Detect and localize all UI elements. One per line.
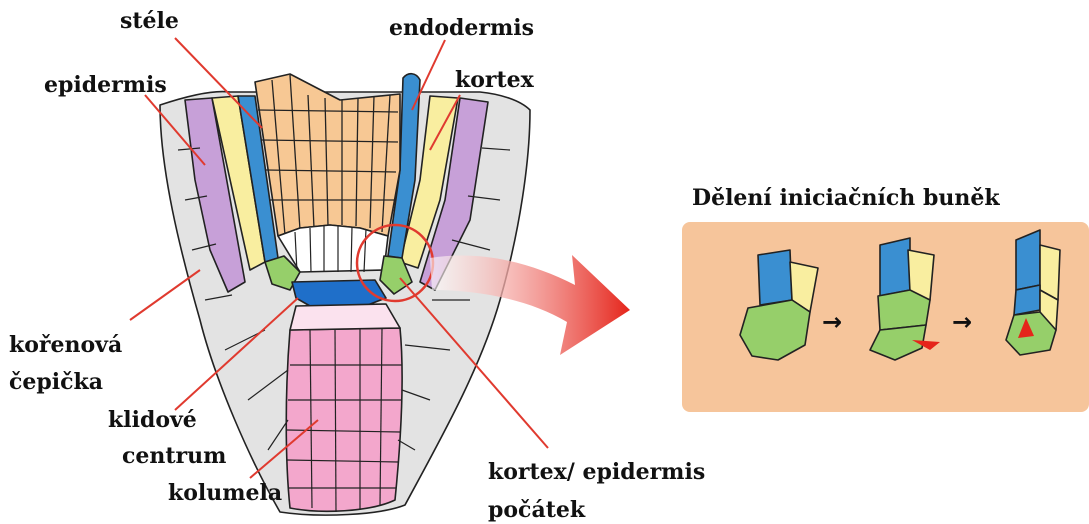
columella-region bbox=[286, 328, 402, 511]
arrow-1: → bbox=[822, 308, 842, 336]
label-kolumela: kolumela bbox=[168, 480, 282, 506]
label-epidermis: epidermis bbox=[44, 72, 167, 98]
arrow-2: → bbox=[952, 308, 972, 336]
label-pocatek: počátek bbox=[488, 497, 586, 523]
label-korenova: kořenová bbox=[9, 332, 122, 358]
label-kortex: kortex bbox=[455, 67, 535, 93]
label-stele: stéle bbox=[120, 8, 179, 34]
panel-title: Dělení iniciačních buněk bbox=[692, 185, 1000, 211]
label-klidove: klidové bbox=[108, 407, 197, 433]
label-endodermis: endodermis bbox=[389, 15, 534, 41]
label-centrum: centrum bbox=[122, 443, 226, 469]
label-kortex-epidermis: kortex/ epidermis bbox=[488, 459, 705, 485]
label-cepicka: čepička bbox=[9, 369, 103, 395]
columella-initials bbox=[290, 304, 400, 330]
